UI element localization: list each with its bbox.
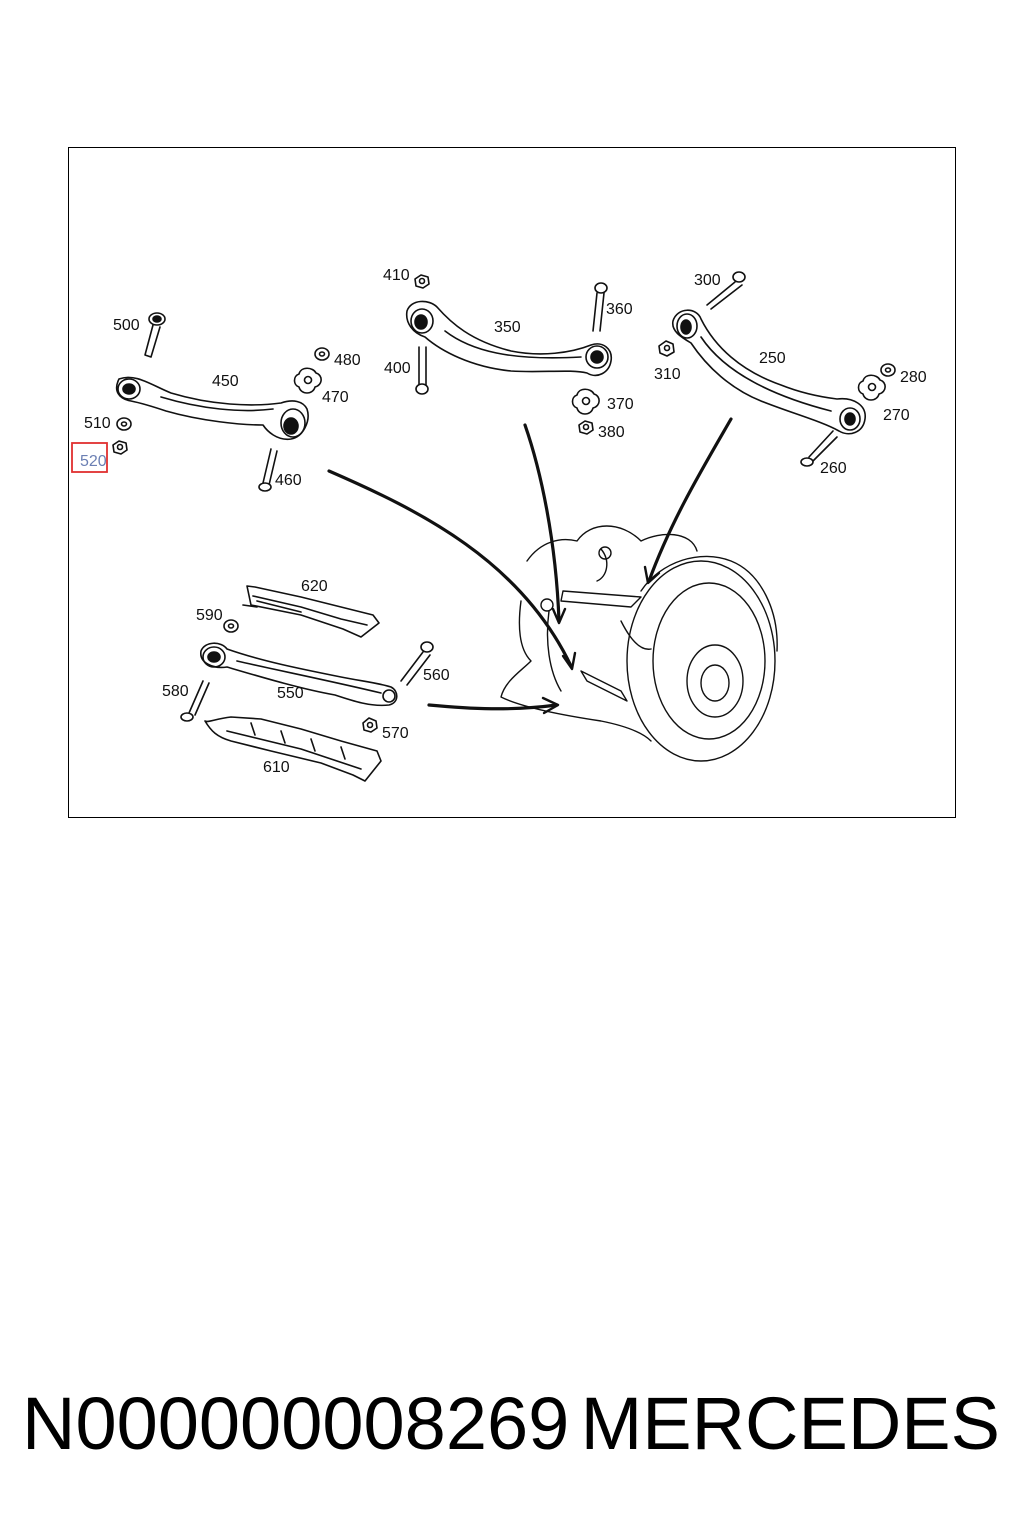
label-470: 470	[322, 389, 349, 406]
washer-510	[116, 417, 132, 431]
control-arm-350	[405, 300, 613, 377]
brand-name: MERCEDES	[580, 1381, 1000, 1465]
part-number: N000000008269	[22, 1381, 570, 1465]
label-610: 610	[263, 759, 290, 776]
eccentric-470	[293, 367, 322, 394]
label-480: 480	[334, 352, 361, 369]
nut-310	[658, 340, 675, 357]
bolt-500	[144, 312, 166, 358]
bolt-580	[180, 680, 210, 722]
pointer-arrows	[327, 417, 733, 715]
bolt-560	[400, 641, 434, 686]
bolt-400	[415, 346, 429, 395]
bolt-460	[258, 448, 278, 492]
highlight-box-520	[71, 442, 108, 473]
diagram-frame: 500 450 480 470 510 520 460 410 350 360 …	[68, 147, 956, 818]
label-580: 580	[162, 683, 189, 700]
label-260: 260	[820, 460, 847, 477]
washer-280	[880, 363, 896, 377]
nut-380	[578, 420, 594, 435]
label-590: 590	[196, 607, 223, 624]
bolt-300	[706, 271, 746, 310]
label-550: 550	[277, 685, 304, 702]
eccentric-270	[857, 374, 886, 401]
cover-610	[204, 716, 382, 782]
wheel-hub-assembly	[500, 525, 778, 762]
nut-520	[112, 440, 128, 455]
label-450: 450	[212, 373, 239, 390]
label-270: 270	[883, 407, 910, 424]
label-520[interactable]: 520	[80, 453, 107, 470]
exploded-parts-diagram: 500 450 480 470 510 520 460 410 350 360 …	[71, 267, 927, 782]
cover-620	[242, 585, 380, 638]
label-570: 570	[382, 725, 409, 742]
label-410: 410	[383, 267, 410, 284]
label-360: 360	[606, 301, 633, 318]
control-arm-550	[200, 642, 398, 707]
label-250: 250	[759, 350, 786, 367]
label-510: 510	[84, 415, 111, 432]
eccentric-370	[571, 388, 600, 415]
washer-590	[223, 619, 239, 633]
product-caption: N000000008269 MERCEDES	[0, 1378, 1024, 1468]
label-400: 400	[384, 360, 411, 377]
label-380: 380	[598, 424, 625, 441]
bolt-360	[592, 282, 608, 332]
label-370: 370	[607, 396, 634, 413]
control-arm-250	[671, 309, 866, 435]
label-350: 350	[494, 319, 521, 336]
nut-570	[362, 717, 378, 733]
washer-480	[314, 347, 330, 361]
control-arm-450	[115, 376, 309, 441]
label-560: 560	[423, 667, 450, 684]
label-620: 620	[301, 578, 328, 595]
label-500: 500	[113, 317, 140, 334]
label-460: 460	[275, 472, 302, 489]
label-300: 300	[694, 272, 721, 289]
label-280: 280	[900, 369, 927, 386]
label-310: 310	[654, 366, 681, 383]
nut-410	[414, 274, 430, 289]
bolt-260	[800, 430, 838, 467]
